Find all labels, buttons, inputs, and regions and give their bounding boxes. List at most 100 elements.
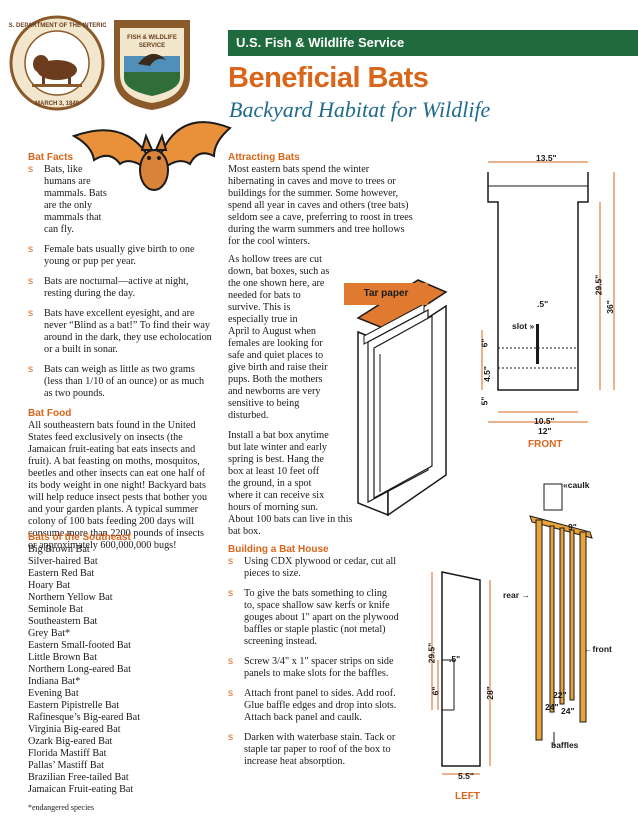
left-dim-0-5: .5" [449,654,461,664]
bat-species-item: Indiana Bat* [28,676,81,687]
building-step: Using CDX plywood or cedar, cut all piec… [228,556,400,580]
paragraph-line: and newborns are very [228,386,321,397]
paragraph-line: bat box. [228,526,261,537]
svg-text:FISH & WILDLIFE: FISH & WILDLIFE [127,35,177,41]
bat-species-item: Ozark Big-eared Bat [28,736,113,747]
paragraph-line: hours of morning sun. [228,502,318,513]
front-slot-label: slot » [512,321,535,331]
svg-text:SERVICE: SERVICE [139,43,165,49]
bat-species-item: Hoary Bat [28,580,71,591]
svg-text:U.S. DEPARTMENT OF THE INTERIO: U.S. DEPARTMENT OF THE INTERIOR [8,23,106,29]
paragraph-line: spring is best. Hang the [228,454,324,465]
bat-species-item: Virginia Big-eared Bat [28,724,121,735]
bat-species-item: Seminole Bat [28,604,84,615]
paragraph-line: needed for bats to [228,290,301,301]
left-dim-6: 6" [430,686,441,696]
bat-facts-section: Bat Facts Bats, like humans are mammals.… [28,152,214,552]
paragraph-line: box at least 10 feet off [228,466,320,477]
paragraph-line: sensitive to being [228,398,300,409]
baffle-24a: 24" [545,702,559,712]
bat-species-item: Little Brown Bat [28,652,98,663]
page-title: Beneficial Bats [228,62,429,94]
bat-species-item: Brazilian Free-tailed Bat [28,772,129,783]
baffles-label: baffles [551,740,579,750]
paragraph-line: females are looking for [228,338,323,349]
bat-fact-item: Bats can weigh as little as two grams (l… [28,364,214,400]
paragraph-line: down, bat boxes, such as [228,266,330,277]
paragraph-line: where it can receive six [228,490,325,501]
bat-fact-item: Female bats usually give birth to one yo… [28,244,214,268]
bat-species-item: Northern Long-eared Bat [28,664,131,675]
side-section-diagram [510,476,630,766]
building-step: Attach front panel to sides. Add roof. G… [228,688,400,724]
rear-label: rear → [503,590,530,600]
building-step: To give the bats something to cling to, … [228,588,400,648]
baffle-24b: 24" [561,706,575,716]
paragraph-line: especially true in [228,314,298,325]
attracting-paragraph-1: Most eastern bats spend the winter hiber… [228,164,413,247]
bat-species-item: Evening Bat [28,688,79,699]
bat-species-item: Florida Mastiff Bat [28,748,107,759]
front-dim-4-5: 4.5" [481,366,492,382]
bat-species-item: Eastern Red Bat [28,568,95,579]
paragraph-line: About 100 bats can live in this [228,514,353,525]
left-height-28: 28" [484,686,495,700]
agency-name: U.S. Fish & Wildlife Service [236,35,405,50]
bat-species-item: Silver-haired Bat [28,556,98,567]
front-top-width: 13.5" [536,153,557,163]
endangered-footnote: *endangered species [28,803,94,812]
paragraph-line: As hollow trees are cut [228,254,322,265]
building-section: Building a Bat House Using CDX plywood o… [228,544,400,776]
front-slot-width: .5" [537,299,549,309]
front-bottom-outer: 12" [538,426,552,436]
paragraph-line: survive. This is [228,302,291,313]
front-view-label: FRONT [528,439,563,450]
paragraph-line: Install a bat box anytime [228,430,329,441]
bat-fact-item: Bats, like humans are mammals. Bats are … [28,164,108,236]
front-dim-6: 6" [479,338,490,348]
fws-seal: FISH & WILDLIFE SERVICE [110,16,194,112]
svg-text:MARCH 3, 1849: MARCH 3, 1849 [35,101,80,107]
bat-food-heading: Bat Food [28,408,72,419]
left-width-5-5: 5.5" [458,771,474,781]
paragraph-line: the ground, in a spot [228,478,312,489]
paragraph-line: April to August when [228,326,317,337]
bat-species-item: Northern Yellow Bat [28,592,113,603]
front-dim-5: 5" [479,396,490,406]
bat-species-item: Rafinesque’s Big-eared Bat [28,712,141,723]
bat-species-item: Eastern Small-footed Bat [28,640,131,651]
front-view-diagram [470,150,630,450]
bat-species-item: Pallas’ Mastiff Bat [28,760,105,771]
paragraph-line: give birth and raise their [228,362,328,373]
caulk-label: «caulk [563,480,590,490]
page-subtitle: Backyard Habitat for Wildlife [229,97,491,122]
bat-illustration [64,98,234,198]
paragraph-line: safe and quiet places to [228,350,324,361]
southeast-bats-heading: Bats of the Southeast [28,532,131,543]
agency-bar [228,30,638,56]
left-height-29-5: 29.5" [426,642,437,664]
front-bottom-inner: 10.5" [534,416,555,426]
left-view-label: LEFT [455,791,480,802]
doi-seal: U.S. DEPARTMENT OF THE INTERIOR MARCH 3,… [3,14,112,112]
side-width-9: 9" [568,522,577,532]
paragraph-line: disturbed. [228,410,269,421]
bat-fact-item: Bats are nocturnal—active at night, rest… [28,276,214,300]
front-height-outer: 36" [604,300,615,314]
tar-paper-label: Tar paper [344,283,428,305]
paragraph-line: the one shown here, are [228,278,325,289]
bat-box-3d-diagram [328,270,478,530]
bat-species-item: Jamaican Fruit-eating Bat [28,784,134,795]
front-label: ←front [584,644,612,654]
building-step: Screw 3/4" x 1" spacer strips on side pa… [228,656,400,680]
bat-species-item: Eastern Pipistrelle Bat [28,700,120,711]
bat-species-item: Southeastern Bat [28,616,98,627]
baffle-22: 22" [553,690,567,700]
left-view-diagram [424,560,504,790]
bat-food-text: All southeastern bats found in the Unite… [28,420,208,551]
attracting-section: Attracting Bats Most eastern bats spend … [228,152,416,248]
